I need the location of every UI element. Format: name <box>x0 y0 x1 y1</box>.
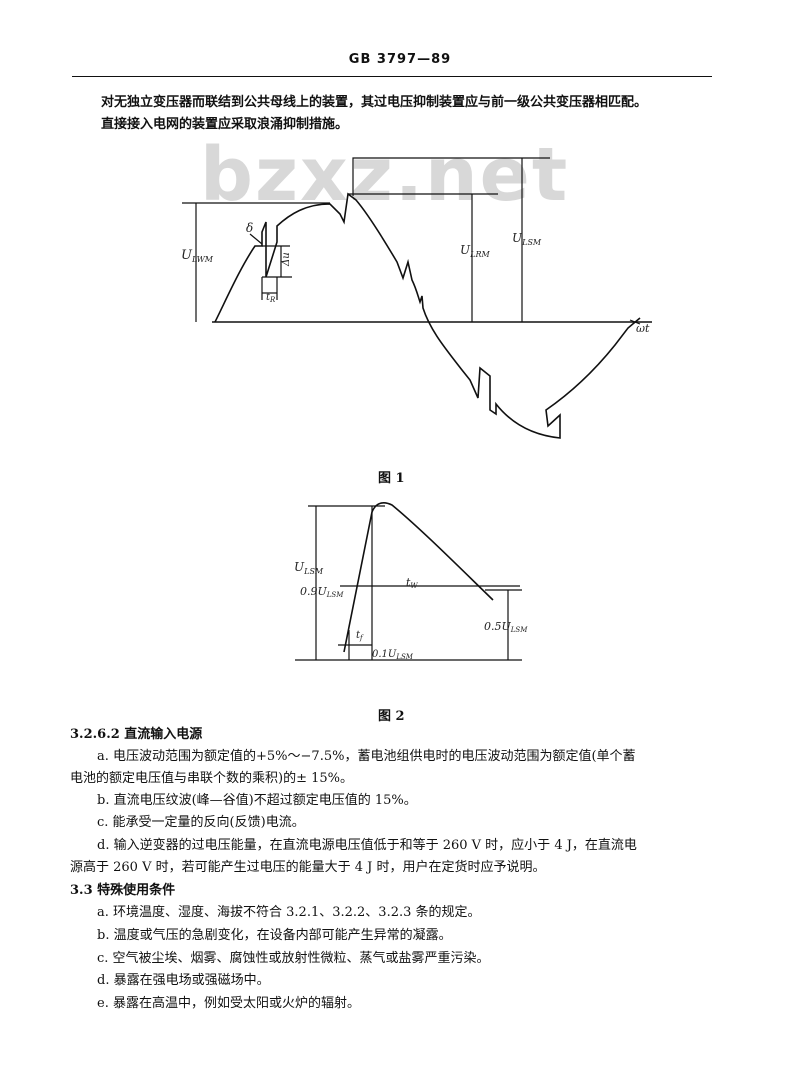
header-rule <box>72 76 712 77</box>
section-3-2-6-2-heading: 3.2.6.2 直流输入电源 <box>70 727 203 742</box>
item-d-line-2: 源高于 260 V 时，若可能产生过电压的能量大于 4 J 时，用户在定货时应予… <box>70 860 546 875</box>
fig2-pulse-curve <box>343 502 494 653</box>
condition-d: d. 暴露在强电场或强磁场中。 <box>97 973 270 988</box>
fig2-05-label: 0.5ULSM <box>484 620 528 634</box>
fig1-delta-label: δ <box>246 221 253 235</box>
fig1-omega-t-label: ωt <box>636 322 650 335</box>
fig2-tf-label: tf <box>356 630 364 642</box>
watermark: bzxz.net <box>200 132 570 218</box>
standard-number-header: GB 3797—89 <box>348 52 452 67</box>
section-3-3-heading: 3.3 特殊使用条件 <box>70 883 176 898</box>
condition-e: e. 暴露在高温中，例如受太阳或火炉的辐射。 <box>97 996 360 1011</box>
item-a-line-2: 电池的额定电压值与串联个数的乘积)的± 15%。 <box>70 771 353 786</box>
condition-c: c. 空气被尘埃、烟雾、腐蚀性或放射性微粒、蒸气或盐雾严重污染。 <box>97 951 490 966</box>
intro-line-1: 对无独立变压器而联结到公共母线上的装置，其过电压抑制装置应与前一级公共变压器相匹… <box>101 95 648 110</box>
item-a-line-1: a. 电压波动范围为额定值的+5%～−7.5%，蓄电池组供电时的电压波动范围为额… <box>97 749 636 764</box>
item-d-line-1: d. 输入逆变器的过电压能量，在直流电源电压值低于和等于 260 V 时，应小于… <box>97 838 637 853</box>
condition-b: b. 温度或气压的急剧变化，在设备内部可能产生异常的凝露。 <box>97 928 452 943</box>
item-c: c. 能承受一定量的反向(反馈)电流。 <box>97 815 305 830</box>
fig1-waveform <box>214 192 641 439</box>
figure-2-caption: 图 2 <box>378 709 405 724</box>
fig1-ulwm-label: ULWM <box>181 248 214 264</box>
figure-1-diagram: δ ULWM Δu tR ULRM ULSM ωt <box>181 157 652 439</box>
intro-line-2: 直接接入电网的装置应采取浪涌抑制措施。 <box>101 117 349 132</box>
item-b: b. 直流电压纹波(峰—谷值)不超过额定电压值的 15%。 <box>97 793 417 808</box>
figure-2-diagram: ULSM 0.9ULSM tW 0.5ULSM tf 0.1ULSM <box>294 502 528 661</box>
fig1-delta-u-label: Δu <box>281 252 292 267</box>
fig2-01-label: 0.1ULSM <box>372 649 414 661</box>
fig1-ulrm-label: ULRM <box>460 243 490 259</box>
condition-a: a. 环境温度、湿度、海拔不符合 3.2.1、3.2.2、3.2.3 条的规定。 <box>97 905 481 920</box>
fig1-tr-label: tR <box>266 292 276 304</box>
fig2-tw-label: tW <box>406 576 418 590</box>
fig1-ulsm-label: ULSM <box>512 231 542 247</box>
figure-1-caption: 图 1 <box>378 471 405 486</box>
fig2-ulsm-label: ULSM <box>294 560 324 576</box>
fig2-09-label: 0.9ULSM <box>300 585 344 599</box>
